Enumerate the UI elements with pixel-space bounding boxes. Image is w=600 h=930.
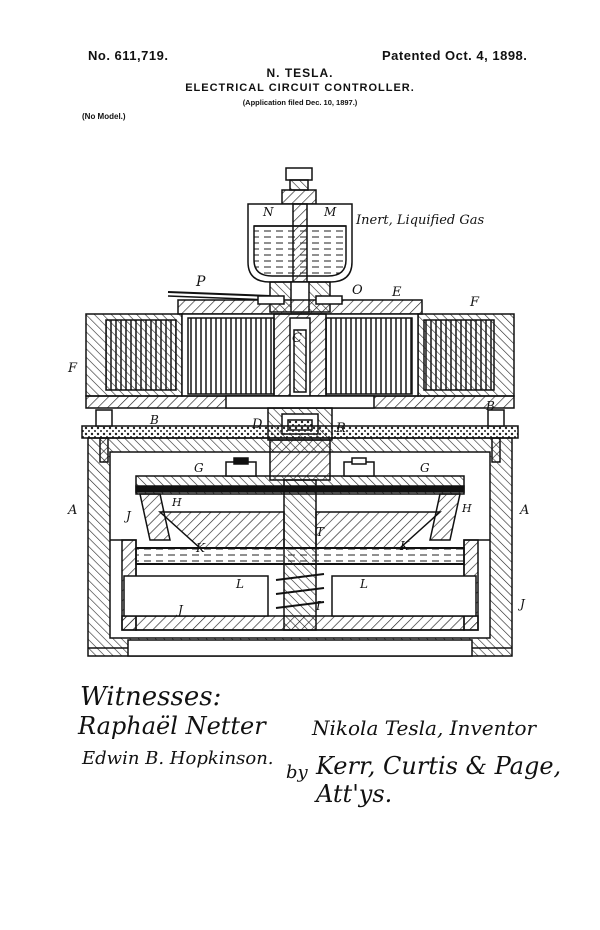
patent-title: ELECTRICAL CIRCUIT CONTROLLER. bbox=[185, 82, 415, 94]
label-j-right: J bbox=[517, 597, 526, 611]
label-h-right: H bbox=[461, 502, 472, 515]
inventor-name: N. TESLA. bbox=[266, 66, 334, 80]
label-o: O bbox=[352, 283, 363, 298]
model-note: (No Model.) bbox=[82, 112, 126, 121]
label-f-left: F bbox=[67, 361, 78, 376]
label-b-left: B bbox=[149, 413, 159, 427]
witnesses-label: Witnesses: bbox=[80, 682, 222, 712]
label-gas: Inert, Liquified Gas bbox=[355, 213, 485, 228]
label-k-left: K bbox=[195, 541, 206, 555]
label-c: C bbox=[292, 331, 302, 346]
label-l-right: L bbox=[359, 577, 368, 591]
label-r: R bbox=[335, 421, 346, 436]
witness-2-signature: Edwin B. Hopkinson. bbox=[82, 748, 274, 769]
label-f-right: F bbox=[469, 295, 480, 310]
by-label: by bbox=[286, 762, 308, 783]
label-g-right: G bbox=[420, 461, 430, 475]
label-i: I bbox=[315, 599, 321, 613]
label-j-left: J bbox=[123, 509, 132, 523]
label-l-left: L bbox=[235, 577, 244, 591]
witness-1-signature: Raphaël Netter bbox=[78, 712, 266, 740]
application-date: (Application filed Dec. 10, 1897.) bbox=[242, 98, 358, 107]
label-d: D bbox=[251, 417, 263, 432]
label-g-left: G bbox=[194, 461, 204, 475]
label-h-left: H bbox=[171, 496, 182, 509]
label-k-right: K bbox=[399, 539, 410, 553]
patent-number: No. 611,719. bbox=[88, 48, 169, 63]
label-a-left: A bbox=[67, 503, 77, 518]
label-a-right: A bbox=[519, 503, 529, 518]
label-n: N bbox=[262, 205, 274, 219]
attorneys-signature: Kerr, Curtis & Page, Att'ys. bbox=[316, 752, 562, 808]
label-e: E bbox=[391, 285, 402, 300]
inventor-signature: Nikola Tesla, Inventor bbox=[312, 716, 537, 740]
label-m: M bbox=[323, 205, 337, 219]
label-p: P bbox=[195, 274, 206, 290]
patent-date: Patented Oct. 4, 1898. bbox=[382, 48, 528, 63]
label-t: T bbox=[316, 525, 325, 539]
label-j-bottom: J bbox=[175, 603, 184, 617]
label-b-right: B bbox=[485, 399, 495, 413]
